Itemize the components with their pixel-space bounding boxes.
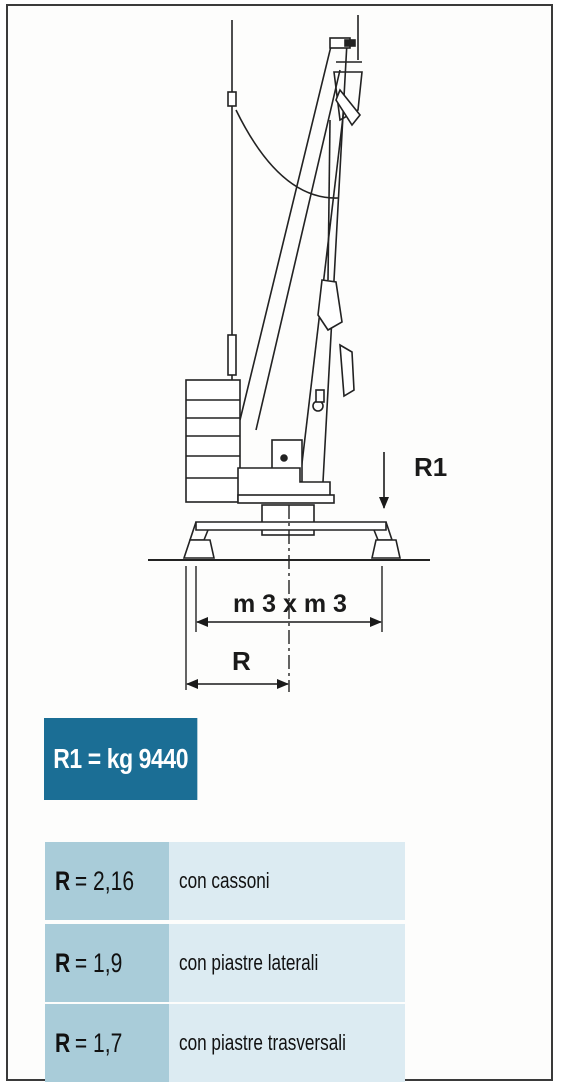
row-key: R (55, 947, 71, 978)
row-description-cell: con piastre trasversali (169, 1004, 405, 1082)
row-key-cell: R= 1,9 (45, 924, 169, 1002)
crane-diagram: R1 m 3 x m 3 R (148, 15, 447, 692)
radius-label: R (232, 646, 251, 676)
row-description: con cassoni (179, 868, 270, 893)
row-description: con piastre laterali (179, 950, 319, 975)
row-key-cell: R= 2,16 (45, 842, 169, 920)
result-text: R1 = kg 9440 (53, 743, 189, 774)
crane-drawing (182, 15, 401, 559)
row-value: = 1,7 (74, 1027, 123, 1058)
row-key: R (55, 865, 71, 896)
table-row: R= 1,9 con piastre laterali (45, 924, 405, 1002)
load-label: R1 (414, 452, 447, 482)
row-key-cell: R= 1,7 (45, 1004, 169, 1082)
row-description: con piastre trasversali (179, 1030, 346, 1055)
table-row: R= 1,7 con piastre trasversali (45, 1004, 405, 1082)
row-description-cell: con cassoni (169, 842, 405, 920)
table-row: R= 2,16 con cassoni (45, 842, 405, 920)
row-key: R (55, 1027, 71, 1058)
row-description-cell: con piastre laterali (169, 924, 405, 1002)
span-label: m 3 x m 3 (233, 590, 347, 618)
result-box: R1 = kg 9440 (44, 718, 198, 800)
row-value: = 1,9 (74, 947, 123, 978)
row-value: = 2,16 (74, 865, 135, 896)
